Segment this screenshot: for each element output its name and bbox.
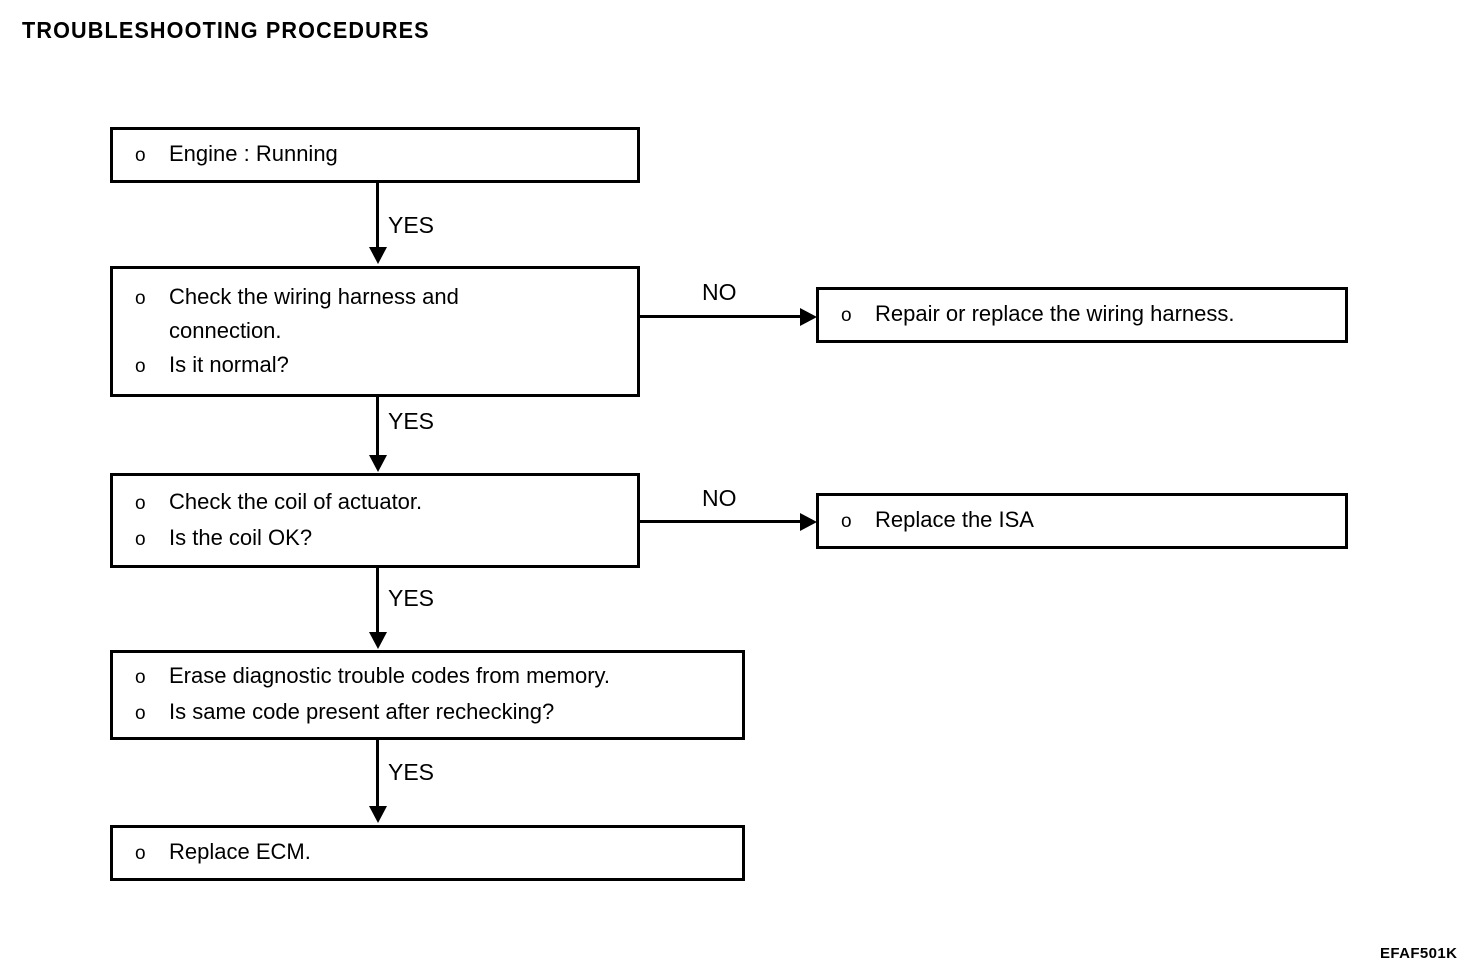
flow-node-replace-isa: o Replace the ISA — [816, 493, 1348, 549]
node-line-text: Is same code present after rechecking? — [169, 699, 555, 724]
node-line-text: Is it normal? — [169, 351, 289, 377]
node-line: o Check the wiring harness and connectio… — [135, 280, 637, 348]
flow-node-check-wiring-harness: o Check the wiring harness and connectio… — [110, 266, 640, 397]
bullet-marker: o — [135, 528, 146, 550]
edge-4-line — [640, 520, 803, 523]
edge-3-label: YES — [388, 408, 435, 434]
edge-5-label: YES — [388, 585, 435, 611]
bullet-marker: o — [135, 667, 146, 688]
node-text-block: o Erase diagnostic trouble codes from me… — [113, 653, 742, 737]
bullet-marker: o — [135, 355, 146, 377]
edge-4-label: NO — [702, 485, 737, 511]
node-text-block: o Engine : Running — [113, 130, 637, 180]
edge-5-arrowhead-icon — [369, 632, 387, 649]
bullet-marker: o — [135, 492, 146, 514]
node-line-text: Engine : Running — [169, 141, 338, 166]
edge-3-arrowhead-icon — [369, 455, 387, 472]
node-line-text: Replace ECM. — [169, 839, 311, 864]
node-line: o Replace the ISA — [841, 503, 1345, 539]
flow-node-engine-running: o Engine : Running — [110, 127, 640, 183]
node-text-block: o Replace the ISA — [819, 496, 1345, 546]
edge-6-arrowhead-icon — [369, 806, 387, 823]
node-line: o Is the coil OK? — [135, 521, 637, 557]
node-text-block: o Repair or replace the wiring harness. — [819, 290, 1345, 340]
edge-1-label: YES — [388, 212, 435, 238]
edge-5-line — [376, 568, 379, 632]
node-text-block: o Check the wiring harness and connectio… — [113, 269, 637, 394]
bullet-marker: o — [841, 511, 852, 532]
edge-2-arrowhead-icon — [800, 308, 817, 326]
edge-2-label: NO — [702, 279, 737, 305]
page-title: TROUBLESHOOTING PROCEDURES — [22, 17, 430, 43]
node-line-text: Repair or replace the wiring harness. — [875, 301, 1235, 326]
edge-1-arrowhead-icon — [369, 247, 387, 264]
edge-6-line — [376, 740, 379, 806]
node-line: o Repair or replace the wiring harness. — [841, 297, 1345, 333]
flow-node-erase-codes: o Erase diagnostic trouble codes from me… — [110, 650, 745, 740]
node-line-text: Replace the ISA — [875, 507, 1034, 532]
flow-node-repair-wiring-harness: o Repair or replace the wiring harness. — [816, 287, 1348, 343]
edge-4-arrowhead-icon — [800, 513, 817, 531]
node-line-text: Erase diagnostic trouble codes from memo… — [169, 663, 610, 688]
node-line-text: Check the wiring harness and connection. — [169, 283, 459, 343]
node-text-block: o Replace ECM. — [113, 828, 742, 878]
edge-3-line — [376, 397, 379, 459]
bullet-marker: o — [135, 843, 146, 864]
edge-1-line — [376, 183, 379, 247]
node-line-text: Is the coil OK? — [169, 524, 313, 550]
node-line: o Is same code present after rechecking? — [135, 695, 742, 731]
node-line: o Erase diagnostic trouble codes from me… — [135, 659, 742, 695]
flow-node-check-coil-actuator: o Check the coil of actuator. o Is the c… — [110, 473, 640, 568]
bullet-marker: o — [841, 305, 852, 326]
figure-code: EFAF501K — [1380, 945, 1458, 962]
node-line: o Replace ECM. — [135, 835, 742, 871]
bullet-marker: o — [135, 287, 146, 309]
edge-6-label: YES — [388, 759, 435, 785]
node-line: o Is it normal? — [135, 348, 637, 384]
edge-2-line — [640, 315, 803, 318]
node-line-text: Check the coil of actuator. — [169, 488, 423, 514]
node-line: o Engine : Running — [135, 137, 637, 173]
node-text-block: o Check the coil of actuator. o Is the c… — [113, 476, 637, 565]
bullet-marker: o — [135, 703, 146, 724]
bullet-marker: o — [135, 145, 146, 166]
flow-node-replace-ecm: o Replace ECM. — [110, 825, 745, 881]
node-line: o Check the coil of actuator. — [135, 485, 637, 521]
